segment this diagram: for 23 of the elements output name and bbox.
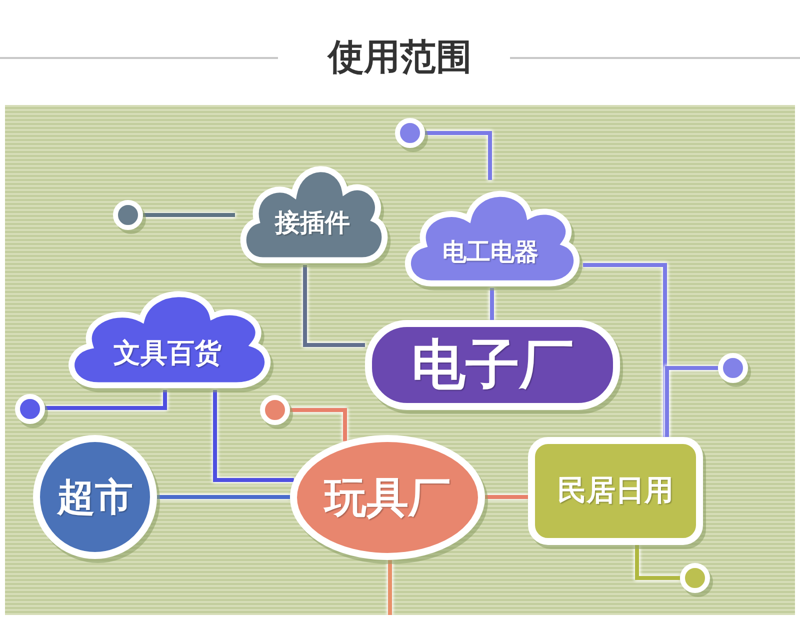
node-label: 民居日用 xyxy=(558,472,674,509)
connector-line xyxy=(303,265,365,347)
node-label: 文具百货 xyxy=(114,337,222,371)
connector-line xyxy=(490,288,494,320)
connector-line xyxy=(44,390,167,410)
connector-line xyxy=(388,560,392,615)
rounded-box xyxy=(365,320,620,410)
node-label: 电子厂 xyxy=(412,332,574,398)
rounded-box xyxy=(528,437,703,545)
node-label: 超市 xyxy=(57,474,133,520)
node-label: 玩具厂 xyxy=(324,472,450,524)
connector-line xyxy=(583,263,667,437)
connector-line xyxy=(485,495,528,499)
title: 使用范围 xyxy=(328,37,472,78)
connector-line xyxy=(290,408,347,442)
node-label: 电工电器 xyxy=(442,237,538,268)
connector-line xyxy=(425,131,492,180)
connector-line xyxy=(635,545,680,580)
node-label: 接插件 xyxy=(275,206,350,238)
connector-line xyxy=(143,213,235,217)
connector-line xyxy=(157,495,290,499)
connector-line xyxy=(213,390,294,482)
connector-line xyxy=(665,366,718,437)
